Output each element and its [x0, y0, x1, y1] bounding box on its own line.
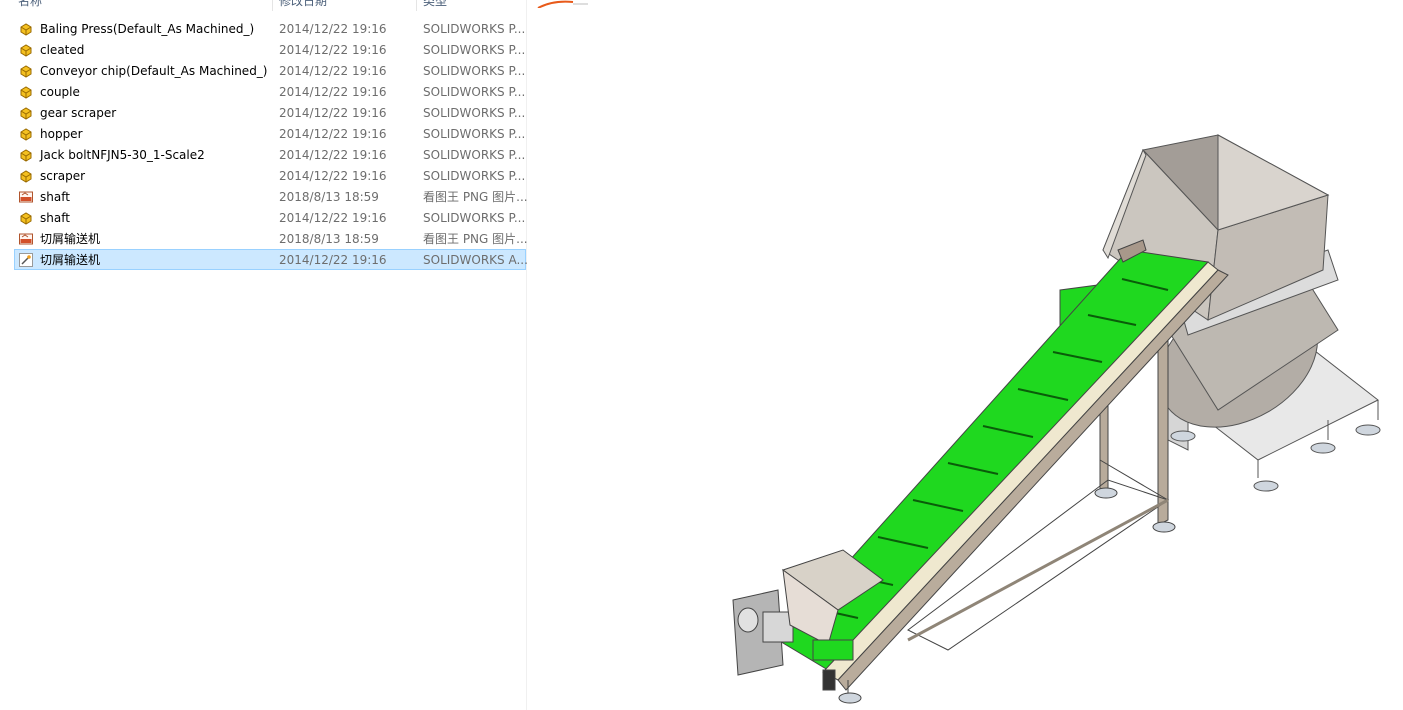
column-header-name[interactable]: 名称 [18, 0, 43, 8]
file-name: 切屑输送机 [40, 232, 101, 246]
file-list: Baling Press(Default_As Machined_) 2014/1… [14, 18, 527, 270]
file-modified-date: 2014/12/22 19:16 [279, 43, 387, 57]
solidworks-part-icon [18, 168, 34, 184]
solidworks-part-icon [18, 105, 34, 121]
file-modified-date: 2014/12/22 19:16 [279, 22, 387, 36]
file-modified-date: 2014/12/22 19:16 [279, 169, 387, 183]
file-row[interactable]: shaft 2014/12/22 19:16 SOLIDWORKS P... [14, 207, 526, 228]
file-modified-date: 2014/12/22 19:16 [279, 253, 387, 267]
file-name: shaft [40, 190, 70, 204]
file-modified-date: 2014/12/22 19:16 [279, 106, 387, 120]
file-list-pane: 名称 修改日期 类型 Baling Press(Default_As Machi… [0, 0, 527, 710]
file-type: SOLIDWORKS P... [423, 43, 526, 57]
file-name: gear scraper [40, 106, 117, 120]
file-type: SOLIDWORKS P... [423, 106, 526, 120]
file-row[interactable]: Conveyor chip(Default_As Machined_) 2014/… [14, 60, 526, 81]
png-image-icon [18, 189, 34, 205]
file-modified-date: 2014/12/22 19:16 [279, 64, 387, 78]
baler-hopper-assembly [1102, 134, 1381, 492]
file-type: SOLIDWORKS P... [423, 211, 526, 225]
solidworks-part-icon [18, 42, 34, 58]
solidworks-part-icon [18, 21, 34, 37]
solidworks-part-icon [18, 63, 34, 79]
file-type: SOLIDWORKS P... [423, 169, 526, 183]
file-name: 切屑输送机 [40, 253, 101, 267]
column-header-date[interactable]: 修改日期 [272, 0, 417, 11]
preview-pane [528, 0, 1403, 710]
column-header-bar: 名称 修改日期 类型 [0, 0, 526, 11]
conveyor-model-preview [732, 134, 1381, 704]
file-name: Conveyor chip(Default_As Machined_) [40, 64, 268, 78]
solidworks-part-icon [18, 210, 34, 226]
solidworks-assembly-icon [18, 252, 34, 268]
file-row[interactable]: shaft 2018/8/13 18:59 看图王 PNG 图片... [14, 186, 527, 207]
file-type: SOLIDWORKS P... [423, 64, 526, 78]
column-header-type[interactable]: 类型 [416, 0, 533, 11]
file-modified-date: 2014/12/22 19:16 [279, 85, 387, 99]
file-name: cleated [40, 43, 85, 57]
file-name: scraper [40, 169, 86, 183]
file-row[interactable]: cleated 2014/12/22 19:16 SOLIDWORKS P... [14, 39, 526, 60]
solidworks-part-icon [18, 147, 34, 163]
file-type: SOLIDWORKS A... [423, 253, 527, 267]
file-name: hopper [40, 127, 83, 141]
file-modified-date: 2018/8/13 18:59 [279, 232, 379, 246]
file-modified-date: 2014/12/22 19:16 [279, 127, 387, 141]
file-name: shaft [40, 211, 70, 225]
file-type: SOLIDWORKS P... [423, 127, 526, 141]
file-type: SOLIDWORKS P... [423, 85, 526, 99]
file-name: Jack boltNFJN5-30_1-Scale2 [40, 148, 205, 162]
file-row[interactable]: 切屑输送机 2014/12/22 19:16 SOLIDWORKS A... [14, 249, 527, 270]
file-modified-date: 2014/12/22 19:16 [279, 211, 387, 225]
file-modified-date: 2014/12/22 19:16 [279, 148, 387, 162]
file-name: Baling Press(Default_As Machined_) [40, 22, 255, 36]
file-row[interactable]: hopper 2014/12/22 19:16 SOLIDWORKS P... [14, 123, 526, 144]
file-type: 看图王 PNG 图片... [423, 232, 527, 246]
png-image-icon [18, 231, 34, 247]
inclined-conveyor [777, 239, 1229, 691]
file-row[interactable]: Baling Press(Default_As Machined_) 2014/1… [14, 18, 526, 39]
solidworks-part-icon [18, 126, 34, 142]
file-row[interactable]: scraper 2014/12/22 19:16 SOLIDWORKS P... [14, 165, 526, 186]
file-type: SOLIDWORKS P... [423, 148, 526, 162]
solidworks-part-icon [18, 84, 34, 100]
file-modified-date: 2018/8/13 18:59 [279, 190, 379, 204]
orange-corner-mark [537, 0, 588, 8]
file-row[interactable]: 切屑输送机 2018/8/13 18:59 看图王 PNG 图片... [14, 228, 527, 249]
file-row[interactable]: couple 2014/12/22 19:16 SOLIDWORKS P... [14, 81, 526, 102]
file-name: couple [40, 85, 80, 99]
file-row[interactable]: gear scraper 2014/12/22 19:16 SOLIDWORKS P… [14, 102, 526, 123]
file-type: SOLIDWORKS P... [423, 22, 526, 36]
file-row[interactable]: Jack boltNFJN5-30_1-Scale2 2014/12/22 19:… [14, 144, 526, 165]
conveyor-foot-drive [732, 549, 884, 704]
file-type: 看图王 PNG 图片... [423, 190, 527, 204]
